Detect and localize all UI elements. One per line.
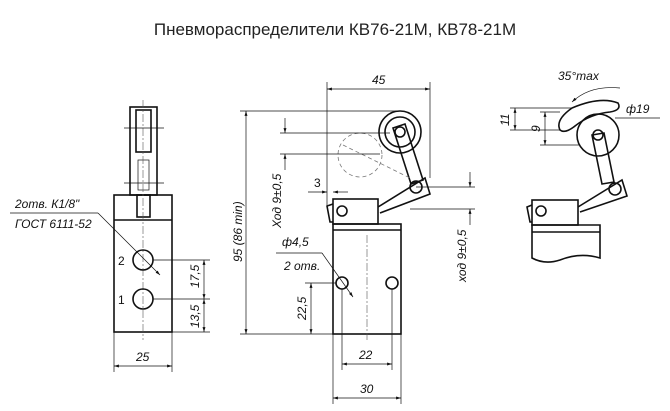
hole-count: 2 отв.: [283, 259, 320, 273]
roller-diameter: ф19: [626, 102, 650, 116]
angle-label: 35°max: [558, 69, 600, 83]
dim-17-5: 17,5: [188, 264, 202, 288]
hole-diameter: ф4,5: [282, 235, 309, 249]
left-view: 2 1 2отв. К1/8" ГОСТ 6111-52 17,5 13,5 2…: [10, 100, 210, 372]
port-standard-note: ГОСТ 6111-52: [15, 217, 92, 231]
dim-25: 25: [135, 350, 150, 364]
dim-13-5: 13,5: [188, 304, 202, 328]
dim-9: 9: [529, 125, 543, 132]
dim-11: 11: [498, 114, 512, 126]
dim-45: 45: [372, 73, 386, 87]
side-view: 35°max ф19 11 9: [498, 69, 660, 263]
port-2-label: 2: [118, 254, 125, 268]
dim-22-5: 22,5: [295, 296, 309, 321]
actuator-bracket: [129, 106, 158, 196]
stroke-left-label: Ход 9±0,5: [270, 173, 284, 229]
port-1-label: 1: [118, 293, 125, 307]
port-thread-note: 2отв. К1/8": [14, 197, 80, 211]
dim-3: 3: [314, 176, 321, 190]
dim-30: 30: [360, 382, 374, 396]
cam-plate: [558, 99, 620, 133]
front-view: 45 95 (86 min) Ход 9±0,5 3 ф4,5 2 отв. 2…: [231, 73, 475, 404]
lever-block: [332, 198, 379, 225]
stroke-right-label: ход 9±0,5: [455, 229, 469, 283]
lever-arm: [377, 176, 431, 214]
drawing-title: Пневмораспределители КВ76-21М, КВ78-21М: [153, 20, 517, 39]
dim-22: 22: [358, 348, 373, 362]
valve-body-section: [531, 224, 601, 263]
dim-95: 95 (86 min): [231, 201, 245, 262]
